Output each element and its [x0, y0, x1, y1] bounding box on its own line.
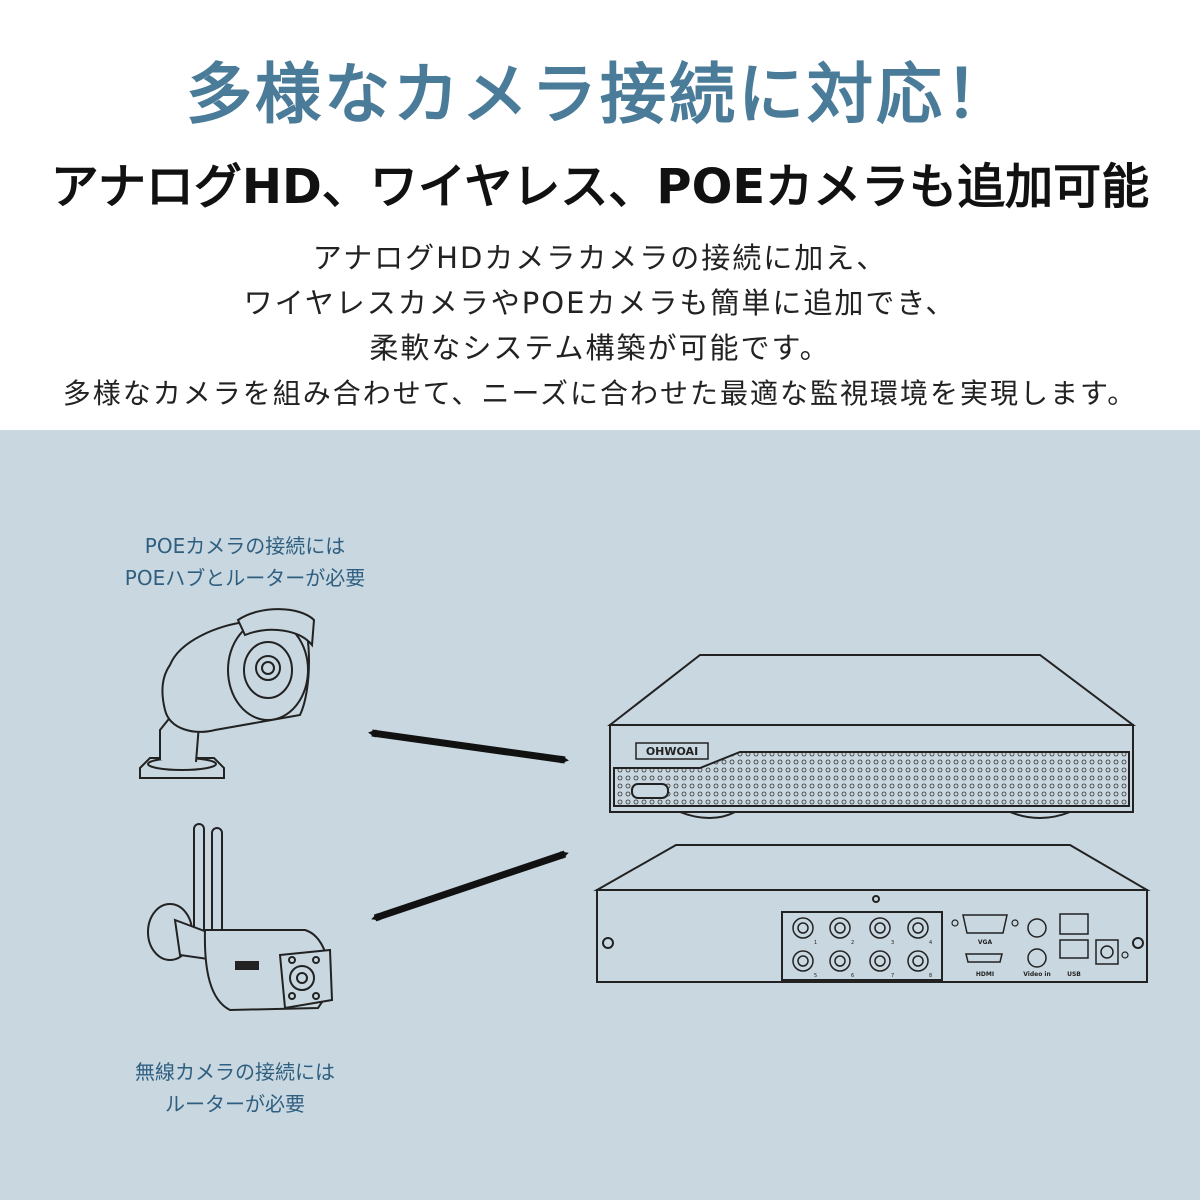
caption-line: ルーターが必要: [165, 1092, 305, 1116]
usb-port-label: USB: [1067, 971, 1081, 978]
vga-port-label: VGA: [978, 939, 993, 946]
wireless-connection-arrow: [371, 850, 569, 922]
wireless-camera-icon: [147, 823, 334, 1012]
headline: 多様なカメラ接続に対応！: [186, 56, 1014, 133]
header-section: 多様なカメラ接続に対応！ アナログHD、ワイヤレス、POEカメラも追加可能 アナ…: [0, 0, 1200, 430]
subheadline: アナログHD、ワイヤレス、POEカメラも追加可能: [50, 159, 1150, 215]
description: アナログHDカメラカメラの接続に加え、 ワイヤレスカメラやPOEカメラも簡単に追…: [0, 236, 1200, 416]
hdmi-port-label: HDMI: [976, 971, 994, 978]
bnc-number: 4: [929, 940, 932, 946]
poe-camera-icon: [139, 608, 316, 779]
nvr-rear-illustration: 1 2 3 4 5 6 7 8 VGA HDMI Video in: [593, 844, 1151, 983]
bnc-number: 3: [891, 940, 894, 946]
bnc-number: 1: [814, 940, 817, 946]
poe-camera-caption: POEカメラの接続には POEハブとルーターが必要: [60, 530, 430, 594]
wireless-camera-caption: 無線カメラの接続には ルーターが必要: [50, 1056, 420, 1120]
description-line: 柔軟なシステム構築が可能です。: [369, 331, 831, 365]
description-line: ワイヤレスカメラやPOEカメラも簡単に追加でき、: [243, 286, 957, 320]
bnc-number: 5: [814, 973, 817, 979]
poe-connection-arrow: [368, 729, 569, 764]
caption-line: POEカメラの接続には: [144, 534, 346, 558]
diagram-illustration: OHWOAI 1: [139, 608, 1151, 1012]
bnc-number: 2: [851, 940, 854, 946]
bnc-number: 7: [891, 973, 894, 979]
video-in-label: Video in: [1023, 971, 1051, 978]
nvr-brand-label: OHWOAI: [646, 745, 698, 758]
nvr-front-illustration: OHWOAI: [607, 654, 1136, 819]
bnc-number: 8: [929, 973, 932, 979]
diagram-panel: POEカメラの接続には POEハブとルーターが必要 無線カメラの接続には ルータ…: [0, 430, 1200, 1200]
description-line: アナログHDカメラカメラの接続に加え、: [312, 241, 888, 275]
caption-line: POEハブとルーターが必要: [124, 566, 366, 590]
caption-line: 無線カメラの接続には: [135, 1060, 335, 1084]
bnc-number: 6: [851, 973, 854, 979]
description-line: 多様なカメラを組み合わせて、ニーズに合わせた最適な監視環境を実現します。: [62, 377, 1138, 410]
